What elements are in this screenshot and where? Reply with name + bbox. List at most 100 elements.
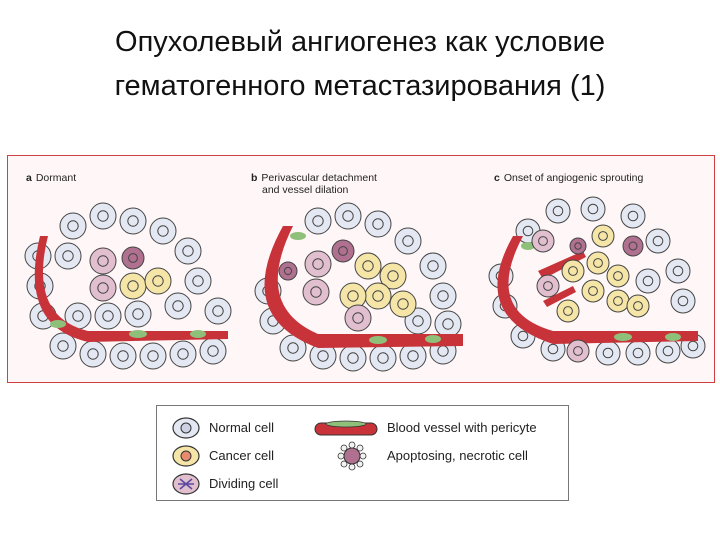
legend-apoptosing-cell: Apoptosing, necrotic cell xyxy=(387,448,528,463)
cell-nucleus xyxy=(287,342,299,354)
slide-title: Опухолевый ангиогенез как условие гемато… xyxy=(0,20,720,108)
cell-nucleus xyxy=(672,265,684,277)
cell-nucleus xyxy=(652,235,664,247)
cell-nucleus xyxy=(552,205,564,217)
cell-nucleus xyxy=(62,250,74,262)
cell-nucleus xyxy=(192,275,204,287)
cell-nucleus xyxy=(67,220,79,232)
title-line-2: гематогенного метастазирования (1) xyxy=(114,70,606,102)
panel-a-illustration xyxy=(24,202,232,370)
cell-nucleus xyxy=(212,305,224,317)
dividing-cell-icon xyxy=(172,473,200,495)
cell-nucleus xyxy=(310,286,322,298)
cell-nucleus xyxy=(347,290,359,302)
dividing-cells xyxy=(89,247,117,302)
cell-nucleus xyxy=(687,340,699,352)
cell-nucleus xyxy=(412,315,424,327)
title-line-1: Опухолевый ангиогенез как условие xyxy=(115,26,605,58)
cell-nucleus xyxy=(127,215,139,227)
cell-nucleus xyxy=(182,245,194,257)
cell-nucleus xyxy=(207,345,219,357)
cell-nucleus xyxy=(543,281,553,291)
cell-nucleus xyxy=(347,352,359,364)
cell-nucleus xyxy=(437,345,449,357)
normal-cells xyxy=(24,202,232,370)
cell-nucleus xyxy=(372,218,384,230)
cell-nucleus xyxy=(342,210,354,222)
cell-nucleus xyxy=(372,290,384,302)
legend-blood-vessel: Blood vessel with pericyte xyxy=(387,420,537,435)
cell-nucleus xyxy=(598,231,608,241)
cell-nucleus xyxy=(147,350,159,362)
legend-cancer-cell: Cancer cell xyxy=(209,448,275,463)
apoptosing-cell-icon xyxy=(337,441,367,471)
cell-nucleus xyxy=(602,347,614,359)
cell-nucleus xyxy=(517,330,529,342)
apoptotic-cell xyxy=(121,246,145,270)
blood-vessel xyxy=(34,236,228,342)
cell-nucleus xyxy=(642,275,654,287)
cell-nucleus xyxy=(172,300,184,312)
cell-nucleus xyxy=(627,210,639,222)
cell-nucleus xyxy=(427,260,439,272)
cell-nucleus xyxy=(283,266,293,276)
cell-nucleus xyxy=(177,348,189,360)
cell-nucleus xyxy=(662,345,674,357)
cell-nucleus xyxy=(312,215,324,227)
cell-nucleus xyxy=(97,255,109,267)
cell-nucleus xyxy=(677,295,689,307)
cell-nucleus xyxy=(437,290,449,302)
cell-nucleus xyxy=(588,286,598,296)
cell-nucleus xyxy=(573,346,583,356)
cell-nucleus xyxy=(312,258,324,270)
cell-nucleus xyxy=(387,270,399,282)
cell-nucleus xyxy=(102,310,114,322)
cell-nucleus xyxy=(338,246,348,256)
cell-nucleus xyxy=(538,236,548,246)
cell-nucleus xyxy=(127,280,139,292)
cell-nucleus xyxy=(57,340,69,352)
cell-nucleus xyxy=(97,282,109,294)
cell-nucleus xyxy=(547,343,559,355)
cell-nucleus xyxy=(97,210,109,222)
cell-nucleus xyxy=(117,350,129,362)
cancer-cells xyxy=(119,267,172,300)
cell-nucleus xyxy=(87,348,99,360)
cell-nucleus xyxy=(563,306,573,316)
cancer-cell-icon xyxy=(172,445,200,467)
cell-nucleus xyxy=(613,271,623,281)
blood-vessel-icon xyxy=(314,420,378,436)
cell-nucleus xyxy=(593,258,603,268)
cell-nucleus xyxy=(568,266,578,276)
cell-nucleus xyxy=(574,242,582,250)
legend: Normal cell Cancer cell Dividing cell Bl… xyxy=(156,405,569,501)
legend-normal-cell: Normal cell xyxy=(209,420,275,435)
cell-nucleus xyxy=(72,310,84,322)
cell-nucleus xyxy=(157,225,169,237)
cell-nucleus xyxy=(152,275,164,287)
cell-nucleus xyxy=(522,225,534,237)
cell-nucleus xyxy=(317,350,329,362)
panel-b-illustration xyxy=(254,202,463,372)
normal-cell-icon xyxy=(172,417,200,439)
cell-nucleus xyxy=(407,350,419,362)
cell-nucleus xyxy=(587,203,599,215)
cell-nucleus xyxy=(377,352,389,364)
cell-nucleus xyxy=(128,253,138,263)
cell-nucleus xyxy=(362,260,374,272)
cell-nucleus xyxy=(397,298,409,310)
cell-nucleus xyxy=(132,308,144,320)
cell-nucleus xyxy=(628,241,638,251)
cell-nucleus xyxy=(613,296,623,306)
cell-nucleus xyxy=(632,347,644,359)
cell-nucleus xyxy=(442,318,454,330)
pericytes xyxy=(50,320,206,338)
legend-dividing-cell: Dividing cell xyxy=(209,476,279,491)
cell-nucleus xyxy=(402,235,414,247)
cell-nucleus xyxy=(352,312,364,324)
panel-c-illustration xyxy=(488,196,706,366)
cell-nucleus xyxy=(633,301,643,311)
